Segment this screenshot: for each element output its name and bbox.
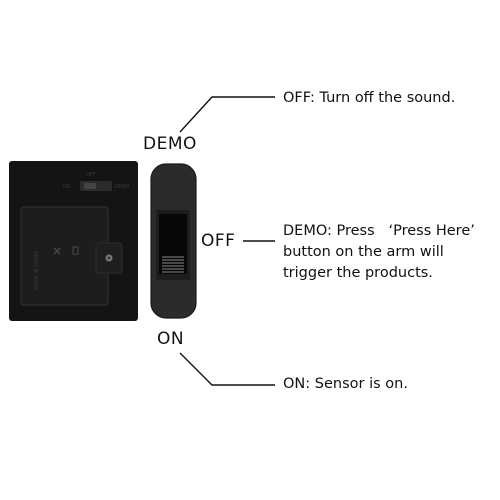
top-switch-top-label: OFF <box>86 172 96 178</box>
callout-demo-line-2: button on the arm will <box>283 244 444 260</box>
switch-label-on: ON <box>157 329 185 349</box>
cover-side-text: MADE IN CHINA <box>34 250 40 290</box>
top-switch-knob <box>84 183 96 189</box>
switch-label-demo: DEMO <box>143 134 197 154</box>
callout-demo-line-3: trigger the products. <box>283 265 433 281</box>
switch-label-off: OFF <box>201 231 236 251</box>
callout-line-on <box>179 352 275 386</box>
callout-demo: DEMO: Press ‘Press Here’ button on the a… <box>283 221 475 284</box>
callout-off: OFF: Turn off the sound. <box>283 90 456 106</box>
callout-line-off <box>179 96 275 133</box>
top-switch-right-label: DEMO <box>114 184 129 190</box>
callout-on: ON: Sensor is on. <box>283 376 408 392</box>
callout-demo-line-1: DEMO: Press ‘Press Here’ <box>283 223 475 239</box>
slider-grip <box>162 256 184 273</box>
slide-switch-slider <box>159 214 187 274</box>
top-switch-left-label: ON <box>63 184 71 190</box>
recycle-mark-icon <box>53 247 61 255</box>
